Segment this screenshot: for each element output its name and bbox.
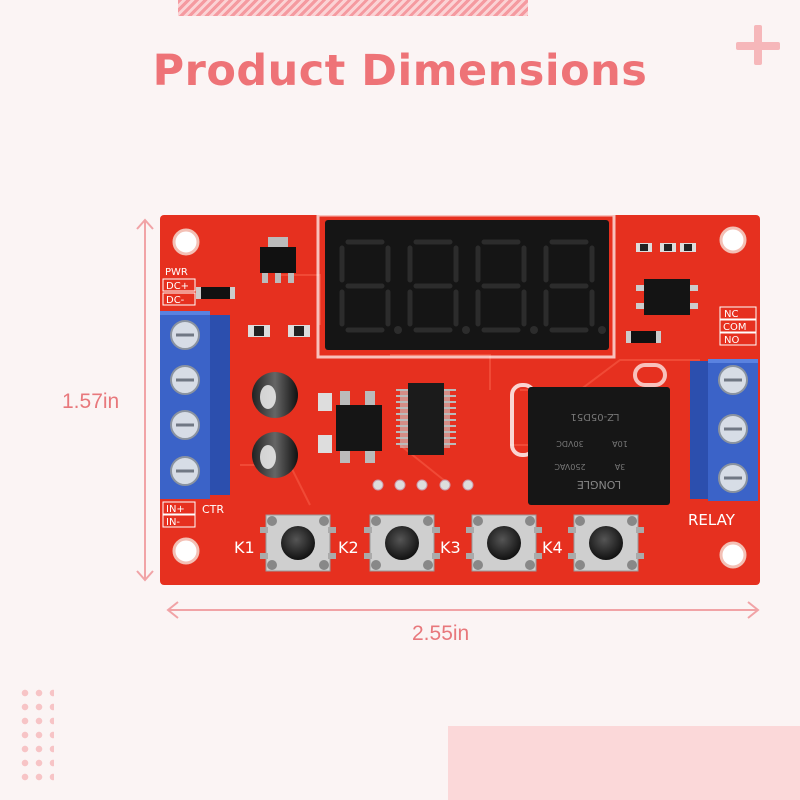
label-dc-minus: DC- xyxy=(166,295,185,306)
relay-rating-volts: 250VAC xyxy=(554,462,586,471)
microcontroller-chip xyxy=(396,383,456,455)
label-in-plus: IN+ xyxy=(166,504,185,515)
button-k1 xyxy=(260,514,336,572)
height-dimension-arrow xyxy=(136,218,154,582)
capacitor xyxy=(252,372,298,478)
page-title: Product Dimensions xyxy=(152,46,648,96)
label-pwr: PWR xyxy=(165,267,188,278)
relay-rating-dc: 30VDC xyxy=(556,439,584,448)
relay-rating-amps-2: 10A xyxy=(612,439,628,448)
label-ctr: CTR xyxy=(202,503,224,516)
mounting-hole xyxy=(172,537,200,565)
optocoupler-ic xyxy=(336,405,382,451)
seven-segment-display xyxy=(325,220,609,350)
relay-rating-amps: 3A xyxy=(614,462,625,471)
button-k3 xyxy=(466,514,542,572)
label-relay: RELAY xyxy=(688,511,736,529)
relay-module-board: PWR DC+ DC- IN+ IN- CTR xyxy=(160,213,760,585)
label-no: NO xyxy=(724,335,739,346)
mounting-hole xyxy=(719,541,747,569)
label-nc: NC xyxy=(724,309,738,320)
plus-decoration-vertical xyxy=(754,25,762,65)
label-com: COM xyxy=(723,322,746,333)
bottom-box-decoration xyxy=(448,726,800,800)
optocoupler-chip xyxy=(644,279,690,315)
label-in-minus: IN- xyxy=(166,517,180,528)
relay-model: LZ-05D51 xyxy=(570,411,619,422)
label-k3: K3 xyxy=(440,538,461,557)
label-k4: K4 xyxy=(542,538,563,557)
label-k2: K2 xyxy=(338,538,359,557)
relay-component: LONGLE 3A 250VAC 10A 30VDC LZ-05D51 xyxy=(528,387,670,505)
top-stripe-decoration xyxy=(178,0,528,16)
height-label: 1.57in xyxy=(62,390,120,413)
button-k4 xyxy=(568,514,644,572)
dot-grid-decoration xyxy=(18,686,54,786)
label-dc-plus: DC+ xyxy=(166,281,189,292)
relay-brand: LONGLE xyxy=(577,478,621,491)
relay-terminal-block xyxy=(690,359,758,501)
width-label: 2.55in xyxy=(412,622,470,645)
mounting-hole xyxy=(719,226,747,254)
width-dimension-arrow xyxy=(166,601,760,619)
mounting-hole xyxy=(172,228,200,256)
input-terminal-block xyxy=(160,311,230,499)
relay-module-photo: PWR DC+ DC- IN+ IN- CTR xyxy=(160,213,760,585)
label-k1: K1 xyxy=(234,538,255,557)
button-k2 xyxy=(364,514,440,572)
